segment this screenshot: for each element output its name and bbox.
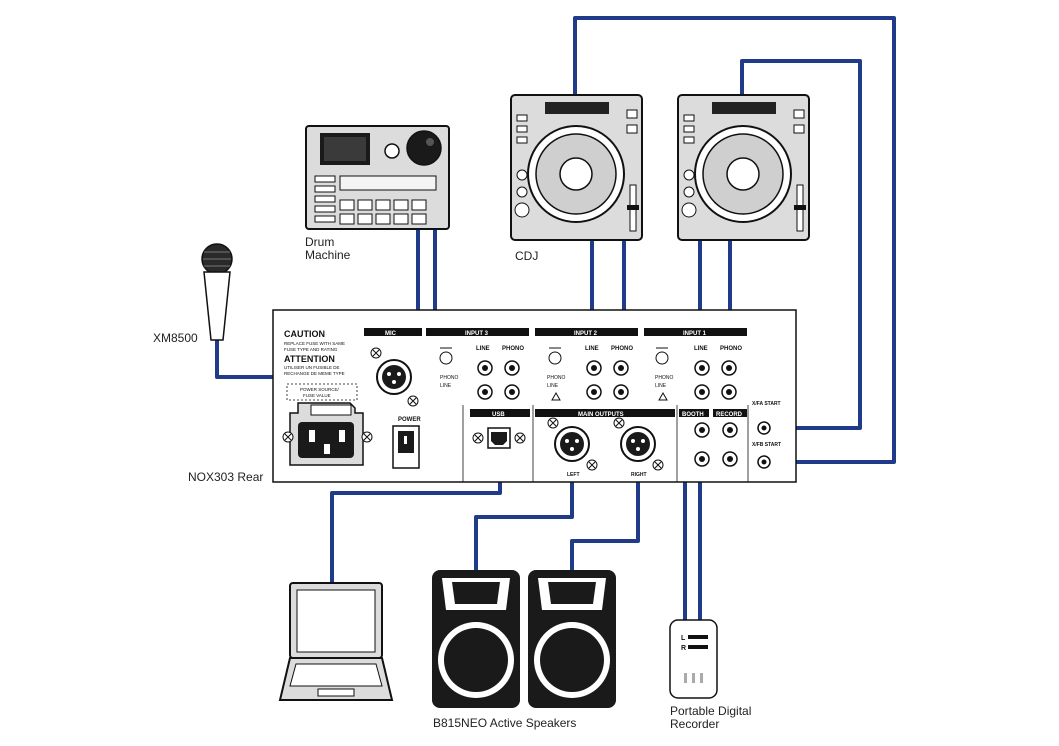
booth-label: BOOTH <box>682 412 704 418</box>
input3-line-switch: LINE <box>440 383 452 389</box>
booth-record-rca-jacks <box>694 422 738 467</box>
input3-line-label: LINE <box>476 346 490 352</box>
recorder-l-label: L <box>681 635 686 642</box>
cable-record-right <box>698 458 732 627</box>
recorder-label-line2: Recorder <box>670 717 720 731</box>
main-outputs-label: MAIN OUTPUTS <box>578 412 624 418</box>
recorder-label-line1: Portable Digital <box>670 704 752 718</box>
power-inlet <box>282 402 373 466</box>
main-output-right-xlr <box>613 417 664 471</box>
speaker-right <box>528 570 616 708</box>
portable-recorder: L R <box>669 619 718 699</box>
input1-line-switch: LINE <box>655 383 667 389</box>
drum-machine <box>305 125 450 230</box>
xfb-start-label: X/FB START <box>752 442 781 448</box>
recorder-label: Portable Digital Recorder <box>670 705 751 731</box>
input1-phono-switch: PHONO <box>655 375 673 381</box>
input2-warning-icon <box>551 391 561 401</box>
input1-warning-icon <box>658 391 668 401</box>
input2-line-label: LINE <box>585 346 599 352</box>
input2-phono-label: PHONO <box>611 346 633 352</box>
nox303-rear-label: NOX303 Rear <box>188 470 264 484</box>
input1-rca-jacks <box>694 360 737 400</box>
attention-title: ATTENTION <box>284 354 335 364</box>
input2-ground <box>548 347 562 365</box>
fuse-value-label: FUSE VALUE <box>303 393 331 398</box>
input1-label: INPUT 1 <box>683 331 707 337</box>
input2-rca-jacks <box>586 360 629 400</box>
input3-label: INPUT 3 <box>465 331 489 337</box>
attention-text-2: RECHANGE DE MEME TYPE <box>284 371 345 376</box>
xfa-start-label: X/FA START <box>752 401 781 407</box>
mic-label: MIC <box>385 331 397 337</box>
power-label: POWER <box>398 417 421 423</box>
input2-line-switch: LINE <box>547 383 559 389</box>
record-label: RECORD <box>716 412 743 418</box>
drum-machine-label-line2: Machine <box>305 248 351 262</box>
main-right-label: RIGHT <box>631 472 647 478</box>
mic-xlr-input <box>370 347 419 407</box>
input2-label: INPUT 2 <box>574 331 598 337</box>
cdj-player-1 <box>510 94 643 241</box>
caution-title: CAUTION <box>284 329 325 339</box>
cdj-player-2 <box>677 94 810 241</box>
xm8500-label: XM8500 <box>153 331 198 345</box>
input3-rca-jacks <box>477 360 520 400</box>
input1-ground <box>655 347 669 365</box>
caution-text-2: FUSE TYPE AND RATING <box>284 347 338 352</box>
speakers-label: B815NEO Active Speakers <box>433 716 577 730</box>
power-switch <box>392 425 420 469</box>
cable-main-right <box>570 463 640 572</box>
attention-text-1: UTILISER UN FUSIBLE DE <box>284 365 340 370</box>
cdj-label: CDJ <box>515 249 539 263</box>
drum-machine-label-line1: Drum <box>305 235 335 249</box>
laptop <box>278 582 394 701</box>
power-source-label: POWER SOURCE/ <box>300 387 340 392</box>
microphone <box>201 243 233 341</box>
input1-phono-label: PHONO <box>720 346 742 352</box>
input3-phono-switch: PHONO <box>440 375 458 381</box>
cable-main-left <box>474 463 574 572</box>
cable-cdj1-start <box>573 16 896 464</box>
mixer-rear-panel: CAUTION REPLACE FUSE WITH SAME FUSE TYPE… <box>272 309 797 483</box>
recorder-r-label: R <box>681 645 686 652</box>
speaker-left <box>432 570 520 708</box>
input3-ground <box>439 347 453 365</box>
drum-machine-label: Drum Machine <box>305 236 350 262</box>
usb-label: USB <box>492 412 505 418</box>
caution-text-1: REPLACE FUSE WITH SAME <box>284 341 345 346</box>
main-output-left-xlr <box>547 417 598 471</box>
main-left-label: LEFT <box>567 472 580 478</box>
cable-cdj2-start <box>740 59 862 430</box>
usb-port <box>472 427 526 449</box>
input1-line-label: LINE <box>694 346 708 352</box>
input3-phono-label: PHONO <box>502 346 524 352</box>
input2-phono-switch: PHONO <box>547 375 565 381</box>
